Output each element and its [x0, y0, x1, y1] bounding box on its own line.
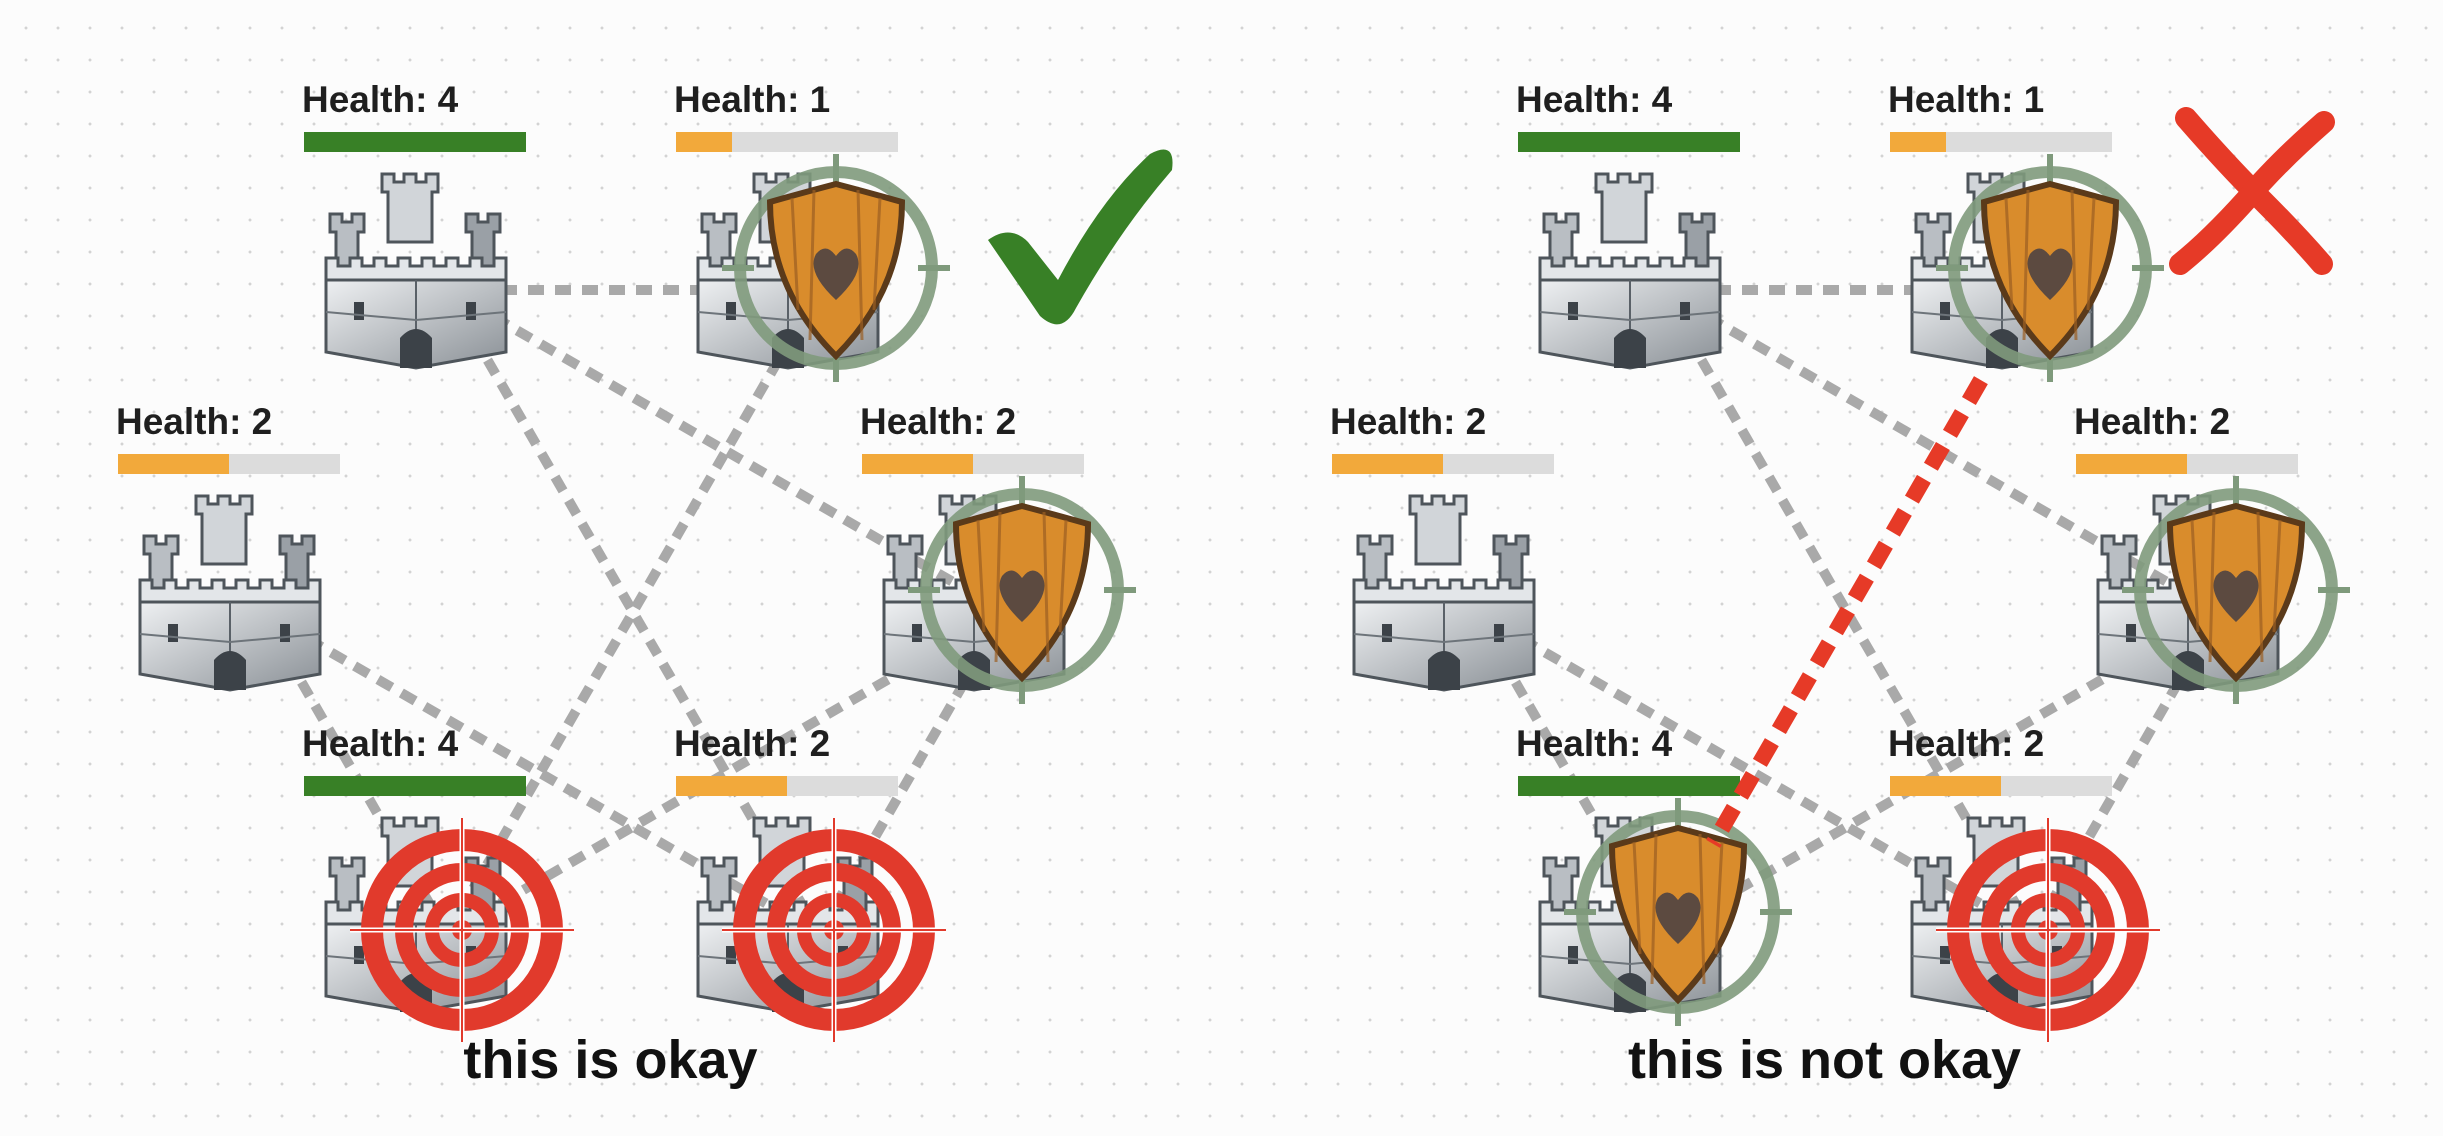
cross-icon — [2169, 107, 2335, 275]
node-c: Health: 2 — [1330, 402, 1590, 692]
health-bar — [676, 132, 898, 152]
health-bar-fill — [676, 132, 732, 152]
node-f: Health: 2 — [1888, 723, 2160, 1042]
health-bar-fill — [1890, 776, 2001, 796]
health-bar-fill — [1332, 454, 1443, 474]
castle-icon — [1538, 172, 1722, 370]
node-b: Health: 1 — [1888, 79, 2164, 382]
castle-icon — [324, 172, 508, 370]
health-label: Health: 1 — [674, 79, 831, 120]
health-bar — [1518, 776, 1740, 796]
health-bar — [862, 454, 1084, 474]
caption: this is not okay — [1627, 1030, 2022, 1090]
health-bar-fill — [1518, 776, 1740, 796]
node-d: Health: 2 — [860, 401, 1136, 704]
health-label: Health: 2 — [860, 401, 1017, 442]
edge-a-f — [442, 287, 824, 937]
node-f: Health: 2 — [674, 723, 946, 1042]
edge-b-e — [442, 287, 824, 937]
shield-icon — [722, 154, 950, 382]
health-bar — [1890, 132, 2112, 152]
health-label: Health: 4 — [302, 79, 459, 120]
health-bar — [1332, 454, 1554, 474]
health-bar — [118, 454, 340, 474]
health-label: Health: 2 — [1330, 401, 1487, 442]
health-bar-fill — [2076, 454, 2187, 474]
health-label: Health: 4 — [1516, 79, 1673, 120]
health-bar — [304, 776, 526, 796]
health-bar-fill — [862, 454, 973, 474]
castle-icon — [1352, 494, 1536, 692]
shield-icon — [1936, 154, 2164, 382]
target-icon — [722, 818, 946, 1042]
node-a: Health: 4 — [1516, 80, 1776, 370]
caption: this is okay — [463, 1030, 758, 1090]
health-label: Health: 4 — [1516, 723, 1673, 764]
health-bar — [1518, 132, 1740, 152]
health-bar — [1890, 776, 2112, 796]
health-bar — [2076, 454, 2298, 474]
health-bar-fill — [1518, 132, 1740, 152]
health-label: Health: 4 — [302, 723, 459, 764]
node-c: Health: 2 — [116, 402, 376, 692]
health-bar-fill — [676, 776, 787, 796]
node-a: Health: 4 — [302, 80, 562, 370]
target-icon — [1936, 818, 2160, 1042]
invalid-edge-b-e — [1706, 376, 1988, 848]
health-label: Health: 2 — [1888, 723, 2045, 764]
node-b: Health: 1 — [674, 79, 950, 382]
health-bar — [676, 776, 898, 796]
castle-icon — [138, 494, 322, 692]
health-label: Health: 2 — [674, 723, 831, 764]
shield-icon — [908, 476, 1136, 704]
shield-icon — [2122, 476, 2350, 704]
health-bar-fill — [118, 454, 229, 474]
invalid-edge-layer — [1706, 376, 1988, 848]
edge-a-f — [1656, 287, 2038, 937]
shield-icon — [1564, 798, 1792, 1026]
target-icon — [350, 818, 574, 1042]
health-label: Health: 2 — [116, 401, 273, 442]
health-bar — [304, 132, 526, 152]
health-label: Health: 1 — [1888, 79, 2045, 120]
health-bar-fill — [1890, 132, 1946, 152]
node-e: Health: 4 — [302, 723, 574, 1042]
health-bar-fill — [304, 776, 526, 796]
node-d: Health: 2 — [2074, 401, 2350, 704]
panel-okay: Health: 4 Health: 1 — [0, 0, 1221, 1136]
node-e: Health: 4 — [1516, 723, 1792, 1026]
checkmark-icon — [988, 149, 1173, 325]
health-label: Health: 2 — [2074, 401, 2231, 442]
health-bar-fill — [304, 132, 526, 152]
panel-not-okay: Health: 4 Health: 1 — [1214, 0, 2435, 1136]
